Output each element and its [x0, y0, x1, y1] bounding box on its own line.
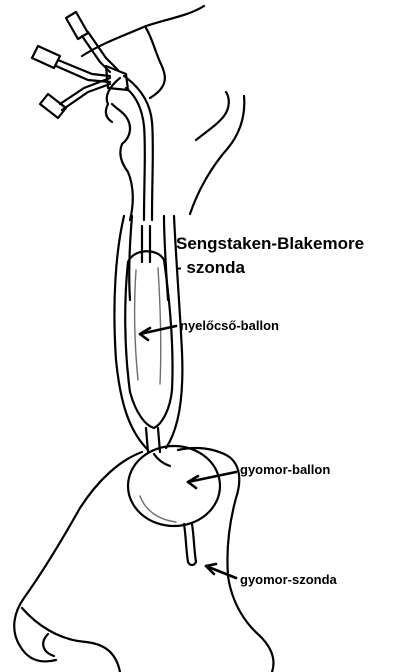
stomach: [14, 448, 273, 672]
label-esophageal-balloon: nyelőcső-ballon: [180, 318, 279, 334]
gastric-balloon: [128, 446, 220, 526]
tube-connectors: [32, 12, 153, 220]
diagram-title-line-2: - szonda: [176, 256, 245, 279]
label-gastric-tube: gyomor-szonda: [240, 572, 337, 588]
head-outline: [82, 6, 244, 220]
gastric-tube: [184, 524, 196, 565]
label-gastric-balloon: gyomor-ballon: [240, 462, 330, 478]
diagram-title-line-1: Sengstaken-Blakemore: [176, 232, 364, 255]
